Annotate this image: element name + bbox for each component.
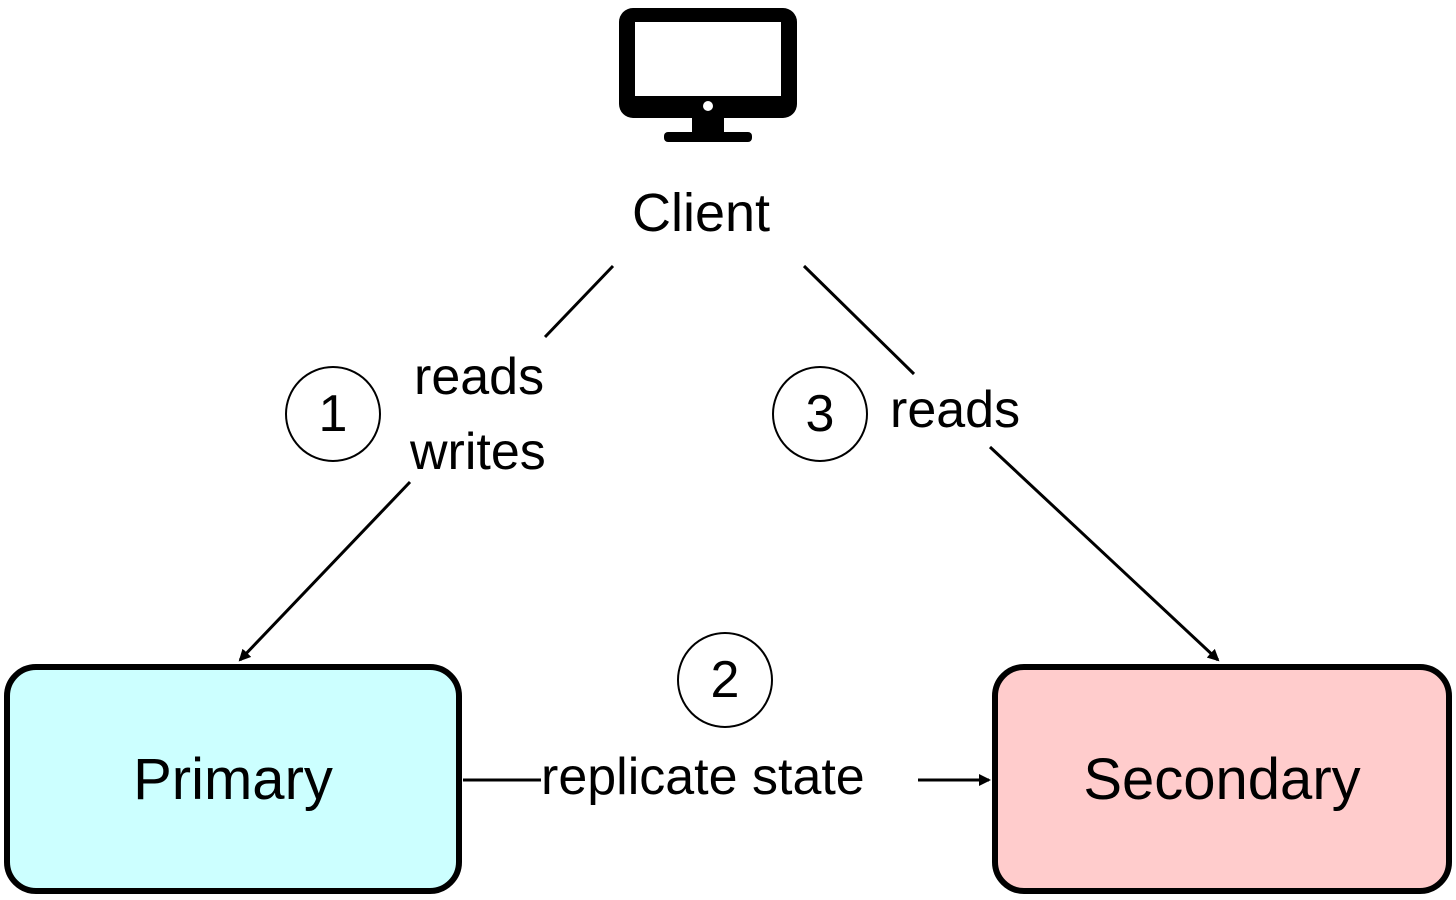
monitor-icon (619, 8, 797, 142)
edge-client-secondary-lower (988, 445, 1220, 662)
step-1-label-reads: reads (414, 348, 545, 406)
primary-node: Primary (4, 664, 462, 894)
step-2-label-replicate-state: replicate state (541, 748, 865, 806)
step-3-label-reads: reads (890, 381, 1021, 439)
edge-client-primary-lower (238, 480, 412, 662)
step-2-badge: 2 (677, 632, 773, 728)
secondary-node-label: Secondary (1083, 746, 1361, 812)
step-3-badge: 3 (772, 366, 868, 462)
step-1-badge: 1 (285, 366, 381, 462)
edge-client-primary-upper (543, 264, 615, 339)
step-1-label-writes: writes (410, 423, 546, 481)
primary-node-label: Primary (133, 746, 333, 812)
secondary-node: Secondary (992, 664, 1452, 894)
client-label: Client (632, 183, 771, 243)
edge-client-secondary-upper (802, 264, 916, 376)
